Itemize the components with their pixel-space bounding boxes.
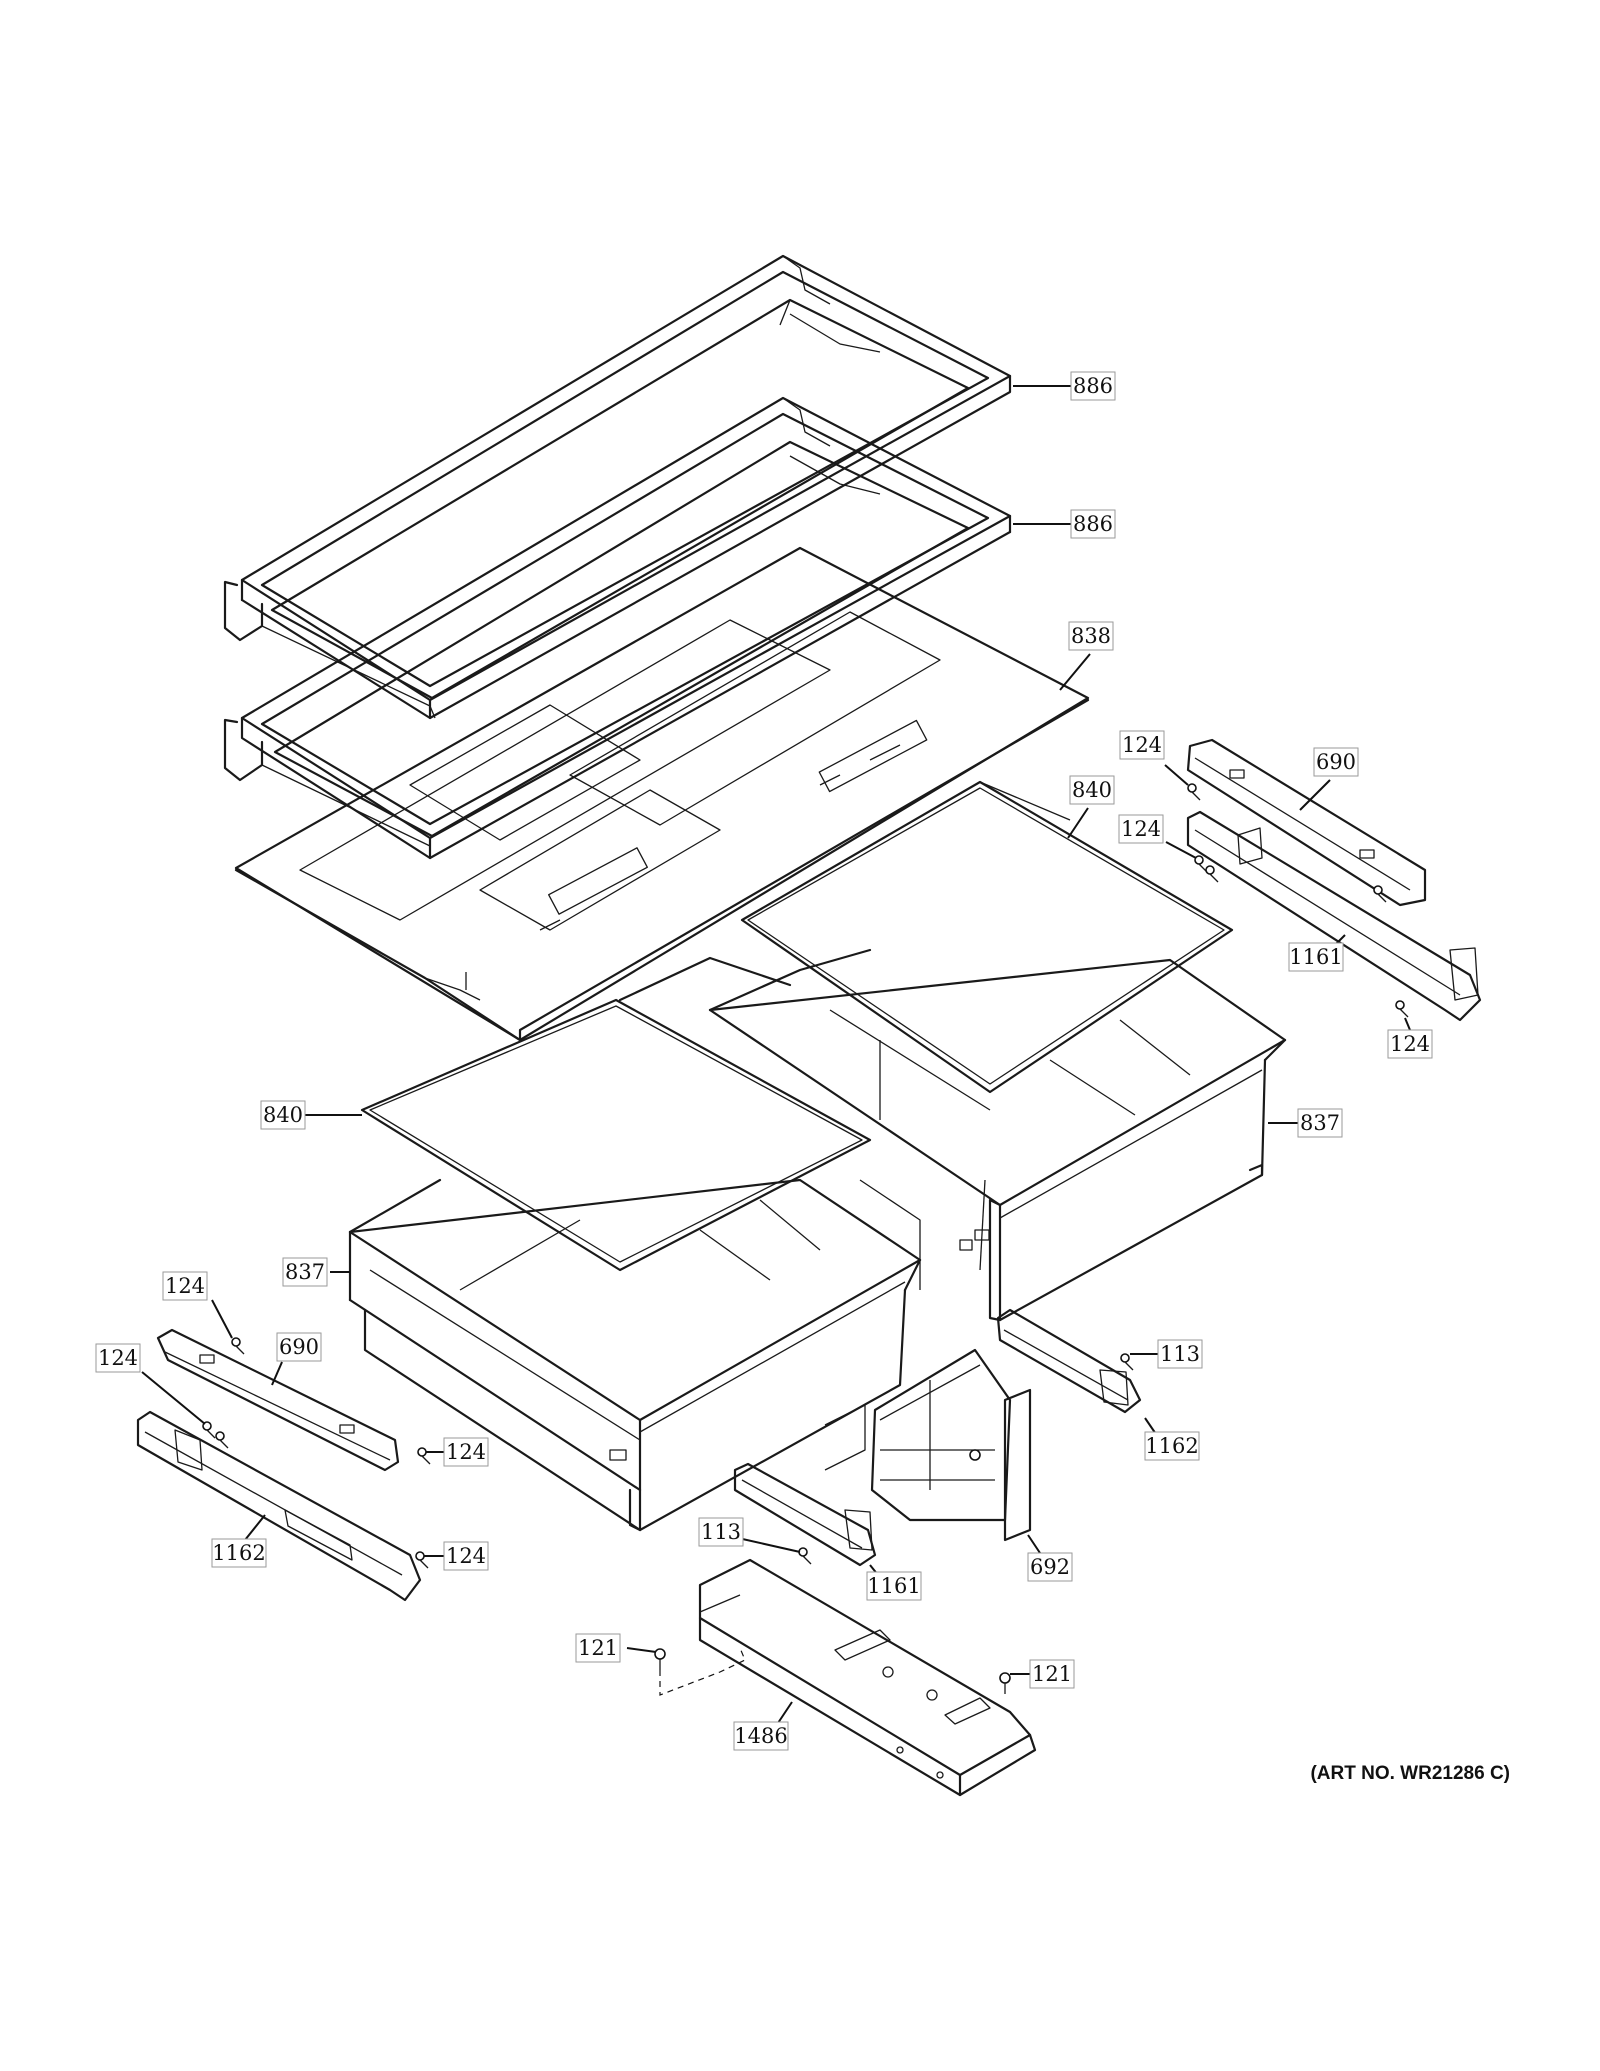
crisper-bin-837-right <box>618 948 1287 1322</box>
screw-124-right-bottom-icon <box>1395 1000 1409 1018</box>
svg-text:124: 124 <box>1122 733 1162 757</box>
screw-121-left-icon <box>654 1648 666 1670</box>
callout-840-right: 840 <box>1069 775 1115 805</box>
callout-692: 692 <box>1027 1552 1073 1582</box>
cover-panel-838 <box>234 546 1090 1042</box>
callout-1162-left: 1162 <box>211 1538 267 1568</box>
leader-lines <box>141 385 1411 1727</box>
svg-text:692: 692 <box>1030 1555 1070 1579</box>
svg-text:1162: 1162 <box>212 1541 265 1565</box>
screw-124-left-top-icon <box>231 1337 245 1355</box>
svg-text:840: 840 <box>263 1103 303 1127</box>
svg-text:124: 124 <box>165 1274 205 1298</box>
screw-124-right-mid-icon <box>1194 855 1208 873</box>
callout-840-left: 840 <box>260 1100 306 1130</box>
shelf-frame-886-top <box>223 254 1012 720</box>
screw-124-left-right-icon <box>417 1447 431 1465</box>
screws <box>202 783 1409 1694</box>
svg-text:1162: 1162 <box>1145 1434 1198 1458</box>
callout-837-left: 837 <box>282 1257 328 1287</box>
callout-124-left-top: 124 <box>162 1271 208 1301</box>
callout-1162-right: 1162 <box>1144 1431 1200 1461</box>
glass-panel-840-right <box>740 780 1234 1094</box>
svg-text:124: 124 <box>1390 1032 1430 1056</box>
svg-text:1161: 1161 <box>1289 945 1342 969</box>
callout-837-right: 837 <box>1297 1108 1343 1138</box>
svg-text:690: 690 <box>279 1335 319 1359</box>
svg-text:886: 886 <box>1073 374 1113 398</box>
callout-1161-lower: 1161 <box>866 1571 922 1601</box>
callout-886-top: 886 <box>1070 371 1116 401</box>
svg-text:1486: 1486 <box>734 1724 787 1748</box>
callout-124-left-right: 124 <box>443 1437 489 1467</box>
svg-text:840: 840 <box>1072 778 1112 802</box>
slide-rail-1161-right <box>1186 810 1482 1022</box>
callout-124-left-mid: 124 <box>95 1343 141 1373</box>
svg-text:124: 124 <box>446 1440 486 1464</box>
art-number: (ART NO. WR21286 C) <box>1310 1763 1510 1784</box>
slide-rail-1162-left <box>136 1410 422 1602</box>
svg-text:838: 838 <box>1071 624 1111 648</box>
svg-text:121: 121 <box>578 1636 618 1660</box>
tray-1486 <box>698 1558 1037 1797</box>
callout-690-right: 690 <box>1313 747 1359 777</box>
svg-text:124: 124 <box>1121 817 1161 841</box>
callout-124-right-bottom: 124 <box>1387 1029 1433 1059</box>
screw-124-right-low-icon <box>1373 885 1387 903</box>
callout-124-left-bottom: 124 <box>443 1541 489 1571</box>
callout-113-lower: 113 <box>698 1517 744 1547</box>
screw-124-right-upper-icon <box>1187 783 1201 801</box>
callout-121-right: 121 <box>1029 1659 1075 1689</box>
callout-113-right: 113 <box>1157 1339 1203 1369</box>
alignment-dashed-line <box>659 1647 746 1696</box>
screw-124-left-mid2-icon <box>215 1431 229 1449</box>
svg-text:121: 121 <box>1032 1662 1072 1686</box>
bracket-690-right <box>1186 738 1427 907</box>
glass-panel-840-left <box>360 998 872 1272</box>
bracket-690-left <box>156 1328 400 1472</box>
screw-124-right-mid2-icon <box>1205 865 1219 883</box>
crisper-bin-837-left <box>348 1178 922 1532</box>
callout-690-left: 690 <box>276 1332 322 1362</box>
svg-text:837: 837 <box>1300 1111 1340 1135</box>
svg-text:113: 113 <box>701 1520 741 1544</box>
callout-124-right-top: 124 <box>1119 730 1165 760</box>
screw-124-left-mid-icon <box>202 1421 216 1439</box>
svg-text:886: 886 <box>1073 512 1113 536</box>
callout-121-left: 121 <box>575 1633 621 1663</box>
slide-rail-1161-lower <box>733 1462 877 1567</box>
callout-1486: 1486 <box>733 1721 789 1751</box>
screw-113-right-icon <box>1120 1353 1134 1371</box>
callout-838: 838 <box>1068 621 1114 651</box>
callout-886-lower: 886 <box>1070 509 1116 539</box>
shelf-frame-886-lower <box>223 396 1012 860</box>
svg-text:124: 124 <box>98 1346 138 1370</box>
callout-1161-right: 1161 <box>1288 942 1344 972</box>
svg-text:690: 690 <box>1316 750 1356 774</box>
divider-panel-692 <box>824 1348 1032 1542</box>
screw-113-lower-icon <box>798 1547 812 1565</box>
svg-text:837: 837 <box>285 1260 325 1284</box>
svg-text:124: 124 <box>446 1544 486 1568</box>
callout-124-right-mid: 124 <box>1118 814 1164 844</box>
screw-124-left-bottom-icon <box>415 1551 429 1569</box>
screw-121-right-icon <box>999 1672 1011 1694</box>
slide-rail-1162-right <box>996 1308 1142 1414</box>
svg-text:113: 113 <box>1160 1342 1200 1366</box>
svg-text:1161: 1161 <box>867 1574 920 1598</box>
